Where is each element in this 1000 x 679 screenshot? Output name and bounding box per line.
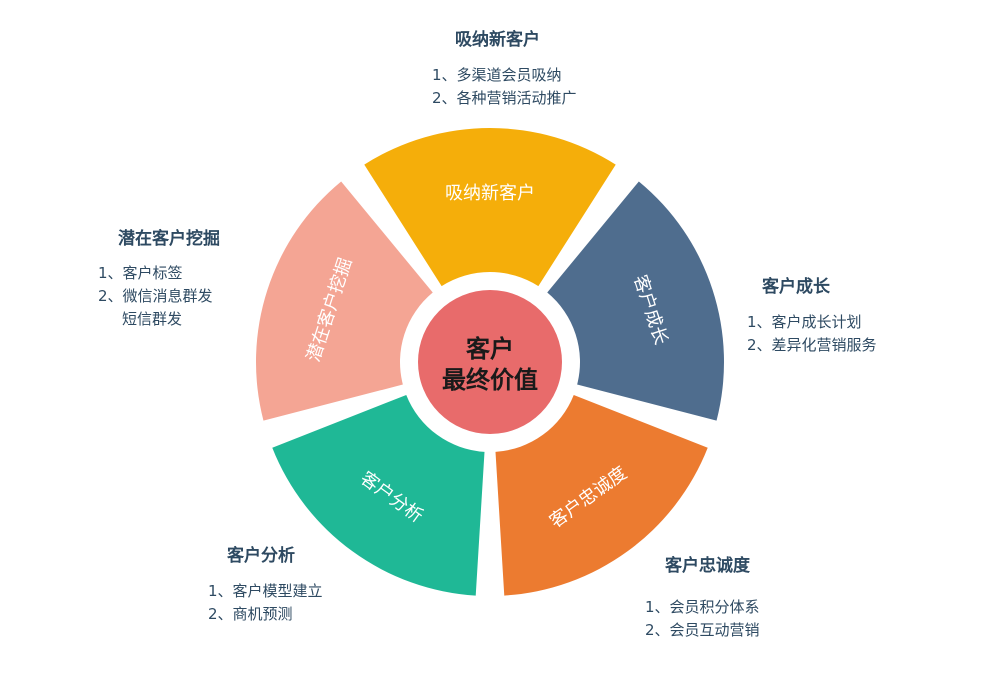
- center-label-line2: 最终价值: [442, 366, 538, 394]
- segment-analysis: [272, 394, 485, 596]
- callout-acquire-title: 吸纳新客户: [455, 30, 540, 50]
- callout-analysis-item: 2、商机预测: [208, 605, 293, 623]
- segment-acquire-label: 吸纳新客户: [445, 183, 535, 204]
- callout-potential-item: 2、微信消息群发: [98, 287, 213, 305]
- callout-loyalty-item: 1、会员积分体系: [645, 598, 760, 616]
- callout-loyalty-title: 客户忠诚度: [665, 556, 750, 576]
- segment-potential: [255, 181, 433, 421]
- callout-loyalty-list: 1、会员积分体系 2、会员互动营销: [645, 596, 760, 642]
- segment-acquire: [364, 128, 616, 287]
- callout-potential-title: 潜在客户挖掘: [118, 229, 220, 249]
- callout-loyalty-item: 2、会员互动营销: [645, 621, 760, 639]
- center-hub: [418, 290, 562, 434]
- callout-acquire-item: 2、各种营销活动推广: [432, 89, 577, 107]
- segment-loyalty: [495, 394, 708, 596]
- callout-potential-item: 短信群发: [122, 310, 183, 328]
- callout-potential-item: 1、客户标签: [98, 264, 183, 282]
- callout-growth-item: 2、差异化营销服务: [747, 336, 877, 354]
- callout-growth-list: 1、客户成长计划 2、差异化营销服务: [747, 311, 877, 357]
- callout-analysis-list: 1、客户模型建立 2、商机预测: [208, 580, 323, 626]
- callout-growth-title: 客户成长: [762, 277, 830, 297]
- callout-acquire-list: 1、多渠道会员吸纳 2、各种营销活动推广: [432, 64, 577, 110]
- callout-growth-item: 1、客户成长计划: [747, 313, 862, 331]
- callout-analysis-item: 1、客户模型建立: [208, 582, 323, 600]
- callout-acquire-item: 1、多渠道会员吸纳: [432, 66, 562, 84]
- center-label-line1: 客户: [466, 335, 514, 363]
- segment-growth: [547, 181, 725, 421]
- callout-potential-list: 1、客户标签 2、微信消息群发 短信群发: [98, 262, 213, 331]
- callout-analysis-title: 客户分析: [227, 546, 295, 566]
